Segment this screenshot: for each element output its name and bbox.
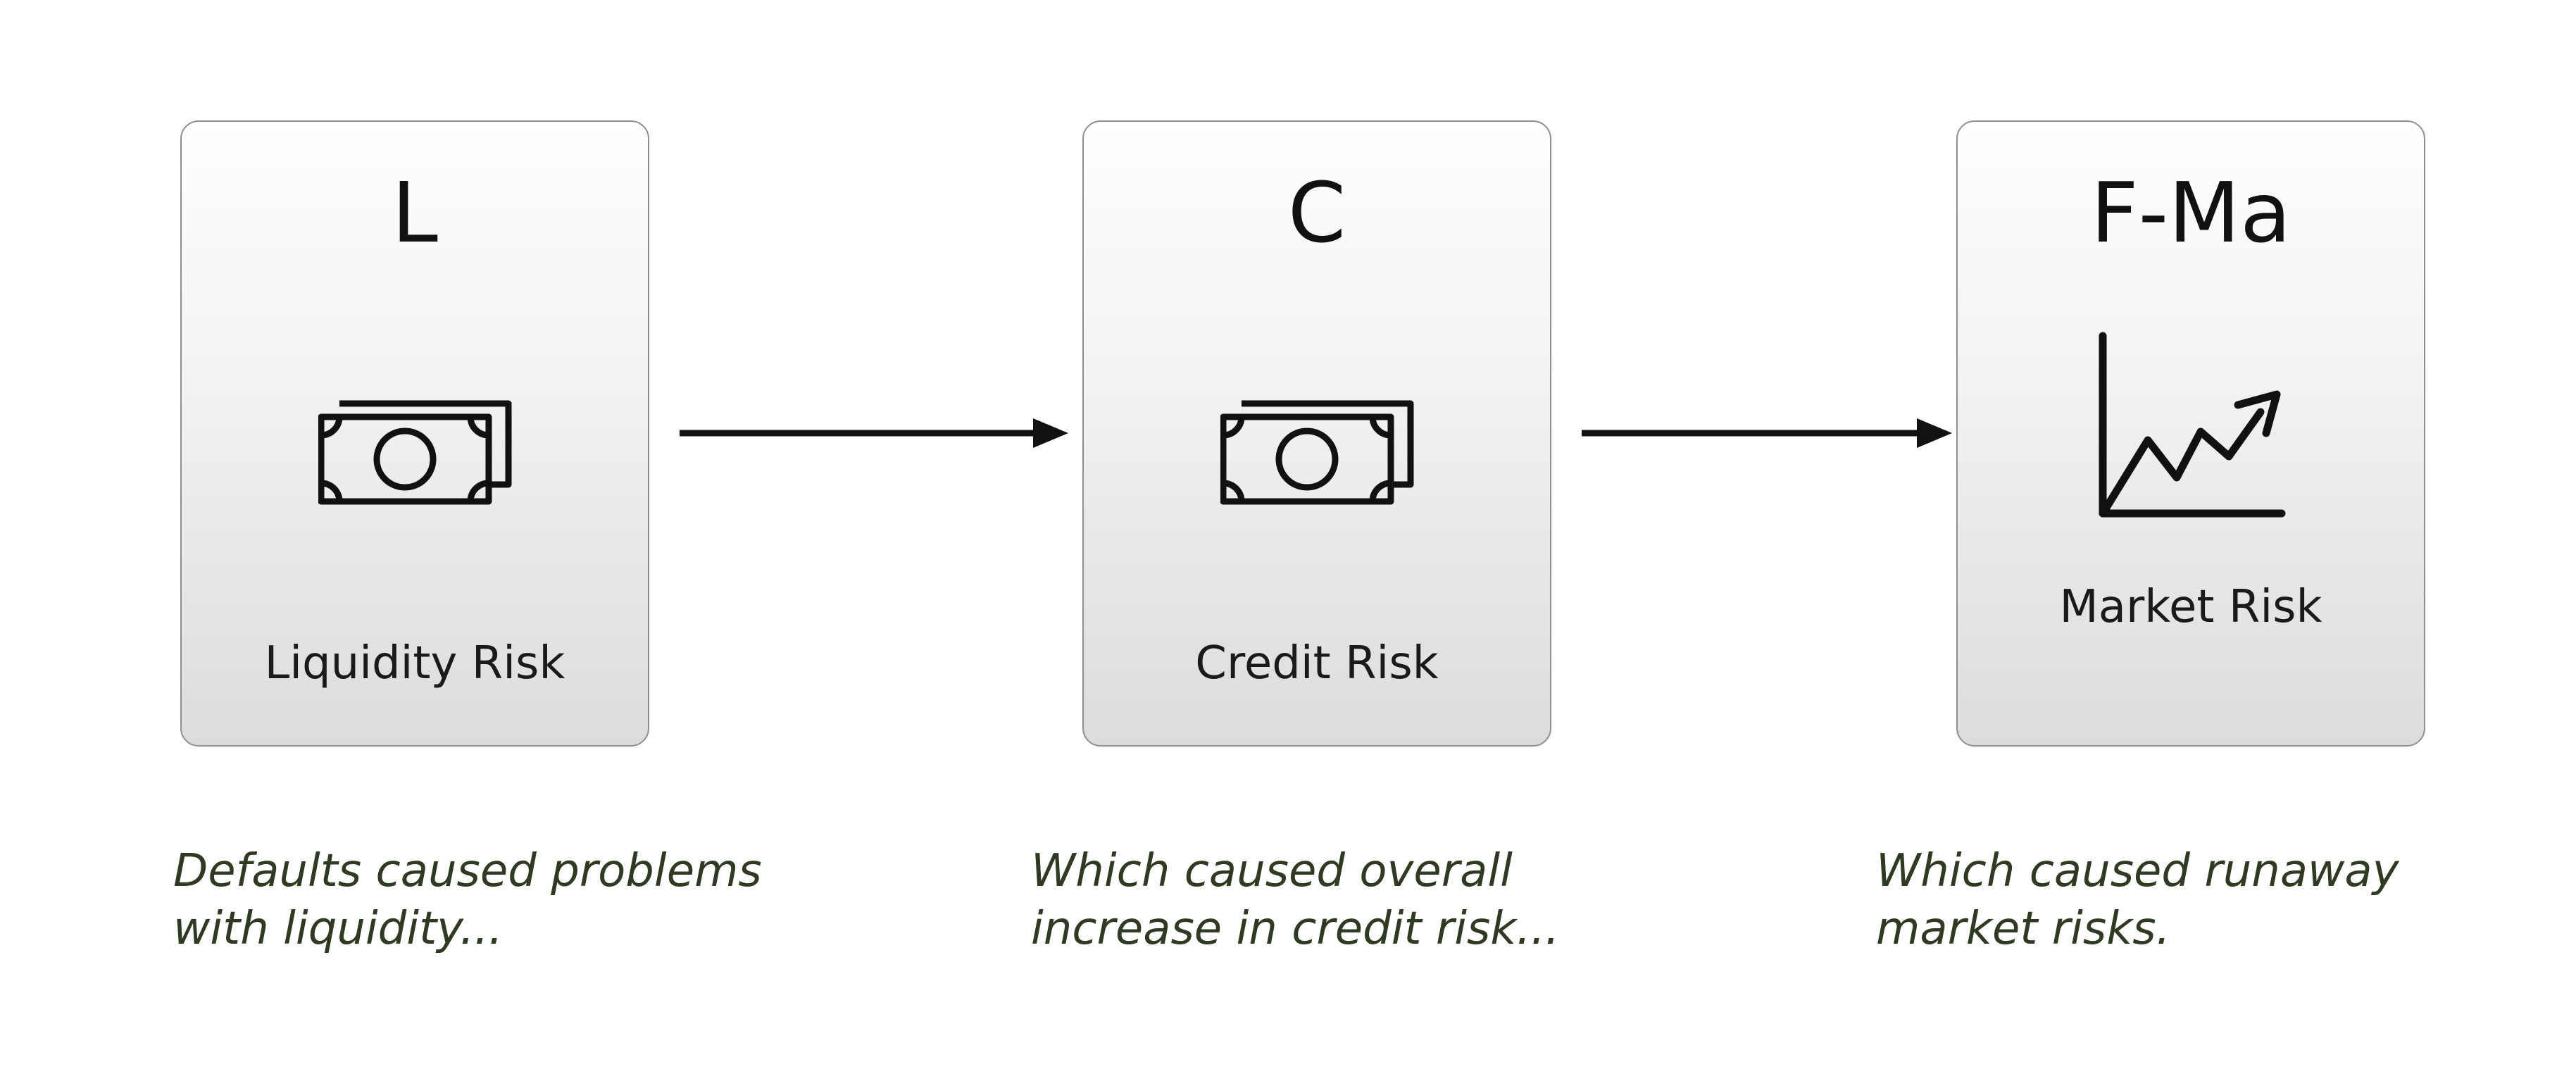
- card-letter: L: [392, 164, 438, 261]
- line-chart-icon: [2099, 332, 2286, 518]
- card-label: Credit Risk: [1195, 637, 1439, 689]
- card-letter: F-Ma: [2090, 164, 2291, 261]
- caption-line: with liquidity...: [173, 903, 504, 955]
- money-bills-icon: [318, 400, 512, 505]
- card-letter: C: [1287, 164, 1346, 261]
- caption-line: increase in credit risk...: [1031, 903, 1560, 955]
- card-label: Liquidity Risk: [264, 637, 565, 689]
- arrow-right-icon: [1582, 418, 1952, 448]
- money-bills-icon: [1220, 400, 1414, 505]
- liquidity-caption: Defaults caused problems with liquidity.…: [173, 842, 762, 958]
- credit-risk-card: C Credit Risk: [1082, 120, 1551, 747]
- caption-line: Which caused runaway: [1876, 845, 2399, 897]
- market-caption: Which caused runaway market risks.: [1876, 842, 2399, 958]
- caption-line: Defaults caused problems: [173, 845, 762, 897]
- caption-line: market risks.: [1876, 903, 2170, 955]
- credit-caption: Which caused overall increase in credit …: [1031, 842, 1559, 958]
- arrow-right-icon: [680, 418, 1068, 448]
- market-risk-card: F-Ma Market Risk: [1956, 120, 2425, 747]
- caption-line: Which caused overall: [1031, 845, 1513, 897]
- card-label: Market Risk: [2059, 581, 2322, 633]
- liquidity-risk-card: L Liquidity Risk: [180, 120, 649, 747]
